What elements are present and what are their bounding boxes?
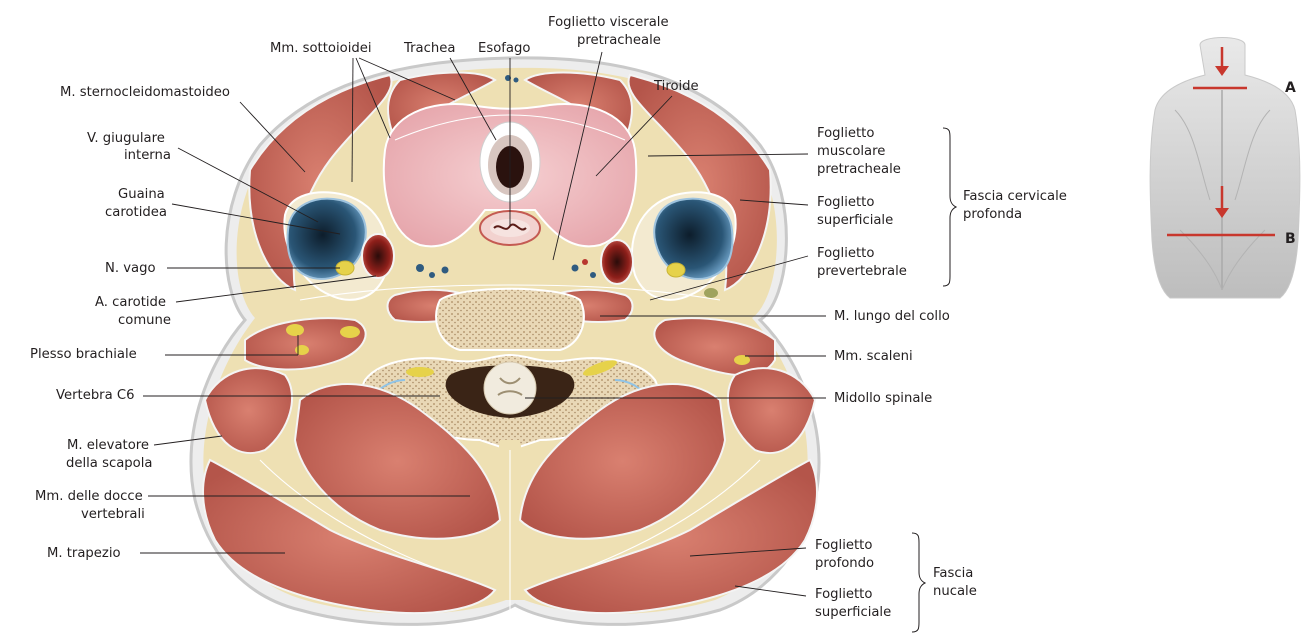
label-thyroid: Tiroide	[653, 79, 699, 94]
brace-deep-cervical	[943, 128, 956, 286]
label-visceral-1: Foglietto viscerale	[548, 15, 669, 30]
marker-a: A	[1285, 80, 1296, 96]
label-erector-1: Mm. delle docce	[35, 489, 143, 504]
label-superficial-nuchal-1: Foglietto	[815, 587, 872, 602]
common-carotid-left	[362, 234, 394, 278]
label-deep-cervical-2: profonda	[963, 207, 1022, 222]
label-levator-1: M. elevatore	[67, 438, 149, 453]
label-longus-colli: M. lungo del collo	[834, 309, 950, 324]
label-sternocleidomastoid: M. sternocleidomastoideo	[60, 85, 230, 100]
label-superficial-nuchal-2: superficiale	[815, 605, 891, 620]
brace-nuchal	[912, 533, 925, 632]
label-scalenes: Mm. scaleni	[834, 349, 913, 364]
nerve-right-small	[704, 288, 718, 298]
label-prevertebral-2: prevertebrale	[817, 264, 907, 279]
label-vertebra: Vertebra C6	[56, 388, 134, 403]
label-nuchal-1: Fascia	[933, 566, 973, 581]
label-muscular-3: pretracheale	[817, 162, 901, 177]
label-carotid-2: comune	[118, 313, 171, 328]
label-superficial-2: superficiale	[817, 213, 893, 228]
torso-silhouette	[1150, 38, 1300, 299]
label-trachea: Trachea	[403, 41, 455, 56]
label-deep-nuchal-1: Foglietto	[815, 538, 872, 553]
label-jugular-2: interna	[124, 148, 171, 163]
label-deep-nuchal-2: profondo	[815, 556, 874, 571]
label-spinal-cord: Midollo spinale	[834, 391, 932, 406]
common-carotid-right	[601, 240, 633, 284]
label-jugular-1: V. giugulare	[87, 131, 165, 146]
label-carotid-1: A. carotide	[95, 295, 166, 310]
label-infrahyoid: Mm. sottoioidei	[270, 41, 372, 56]
vagus-nerve-right	[667, 263, 685, 277]
label-brachial-plexus: Plesso brachiale	[30, 347, 137, 362]
inset-torso: A B	[1150, 38, 1300, 299]
label-vagus: N. vago	[105, 261, 156, 276]
cross-section	[191, 58, 819, 625]
label-trapezius: M. trapezio	[47, 546, 121, 561]
label-carotid-sheath-1: Guaina	[118, 187, 165, 202]
label-prevertebral-1: Foglietto	[817, 246, 874, 261]
label-deep-cervical-1: Fascia cervicale	[963, 189, 1067, 204]
label-muscular-2: muscolare	[817, 144, 885, 159]
label-nuchal-2: nucale	[933, 584, 977, 599]
label-levator-2: della scapola	[66, 456, 152, 471]
label-visceral-2: pretracheale	[577, 33, 661, 48]
label-muscular-1: Foglietto	[817, 126, 874, 141]
label-esophagus: Esofago	[478, 41, 530, 56]
label-carotid-sheath-2: carotidea	[105, 205, 167, 220]
label-erector-2: vertebrali	[81, 507, 145, 522]
marker-b: B	[1285, 231, 1296, 247]
label-superficial-1: Foglietto	[817, 195, 874, 210]
